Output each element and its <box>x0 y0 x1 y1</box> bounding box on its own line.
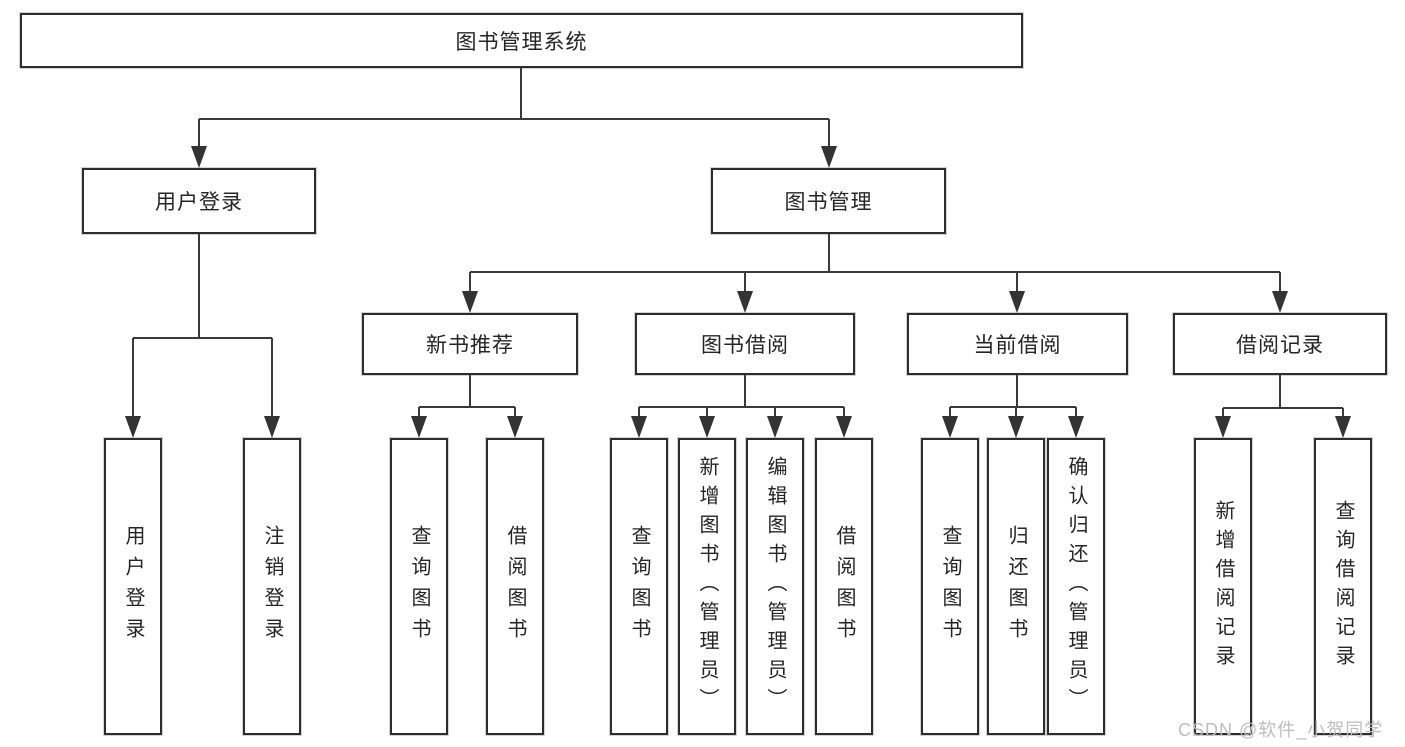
node-user-login-label: 用户登录 <box>155 191 243 214</box>
node-new-book-recommend-label: 新书推荐 <box>426 334 514 357</box>
leaf-return-books: 归还图书 <box>987 438 1045 735</box>
leaf-add-borrow-record-label: 新增借阅记录 <box>1212 499 1234 674</box>
leaf-add-books-admin-label: 新增图书（管理员） <box>696 456 718 717</box>
leaf-borrow-query-books-label: 查询图书 <box>628 524 650 649</box>
leaf-query-borrow-record-label: 查询借阅记录 <box>1332 499 1354 674</box>
leaf-recommend-query-books: 查询图书 <box>390 438 448 735</box>
leaf-borrow-query-books: 查询图书 <box>610 438 668 735</box>
node-user-login: 用户登录 <box>82 168 316 234</box>
leaf-return-books-label: 归还图书 <box>1005 524 1027 649</box>
leaf-confirm-return-admin: 确认归还（管理员） <box>1047 438 1105 735</box>
leaf-edit-books-admin-label: 编辑图书（管理员） <box>764 456 786 717</box>
leaf-current-query-books-label: 查询图书 <box>939 524 961 649</box>
leaf-recommend-borrow-books: 借阅图书 <box>486 438 544 735</box>
leaf-logout-label: 注销登录 <box>261 524 283 649</box>
node-book-borrow: 图书借阅 <box>635 313 855 375</box>
node-book-management: 图书管理 <box>711 168 946 234</box>
node-book-borrow-label: 图书借阅 <box>701 334 789 357</box>
leaf-logout: 注销登录 <box>243 438 301 735</box>
leaf-recommend-borrow-books-label: 借阅图书 <box>504 524 526 649</box>
node-current-borrow-label: 当前借阅 <box>973 334 1062 357</box>
leaf-user-login-label: 用户登录 <box>122 524 144 649</box>
leaf-edit-books-admin: 编辑图书（管理员） <box>746 438 804 735</box>
leaf-confirm-return-admin-label: 确认归还（管理员） <box>1065 456 1087 717</box>
leaf-recommend-query-books-label: 查询图书 <box>408 524 430 649</box>
leaf-user-login: 用户登录 <box>104 438 162 735</box>
leaf-borrow-books-label: 借阅图书 <box>833 524 855 649</box>
node-root-label: 图书管理系统 <box>455 30 588 54</box>
node-current-borrow: 当前借阅 <box>907 313 1128 375</box>
leaf-add-borrow-record: 新增借阅记录 <box>1194 438 1252 735</box>
node-borrow-records-label: 借阅记录 <box>1236 334 1324 357</box>
node-new-book-recommend: 新书推荐 <box>362 313 578 375</box>
leaf-add-books-admin: 新增图书（管理员） <box>678 438 736 735</box>
leaf-current-query-books: 查询图书 <box>921 438 979 735</box>
csdn-watermark: CSDN @软件_小贺同学 <box>1178 720 1384 740</box>
node-borrow-records: 借阅记录 <box>1173 313 1387 375</box>
leaf-borrow-books: 借阅图书 <box>815 438 873 735</box>
leaf-query-borrow-record: 查询借阅记录 <box>1314 438 1372 735</box>
node-book-management-label: 图书管理 <box>784 191 873 214</box>
node-root-system: 图书管理系统 <box>20 13 1023 68</box>
